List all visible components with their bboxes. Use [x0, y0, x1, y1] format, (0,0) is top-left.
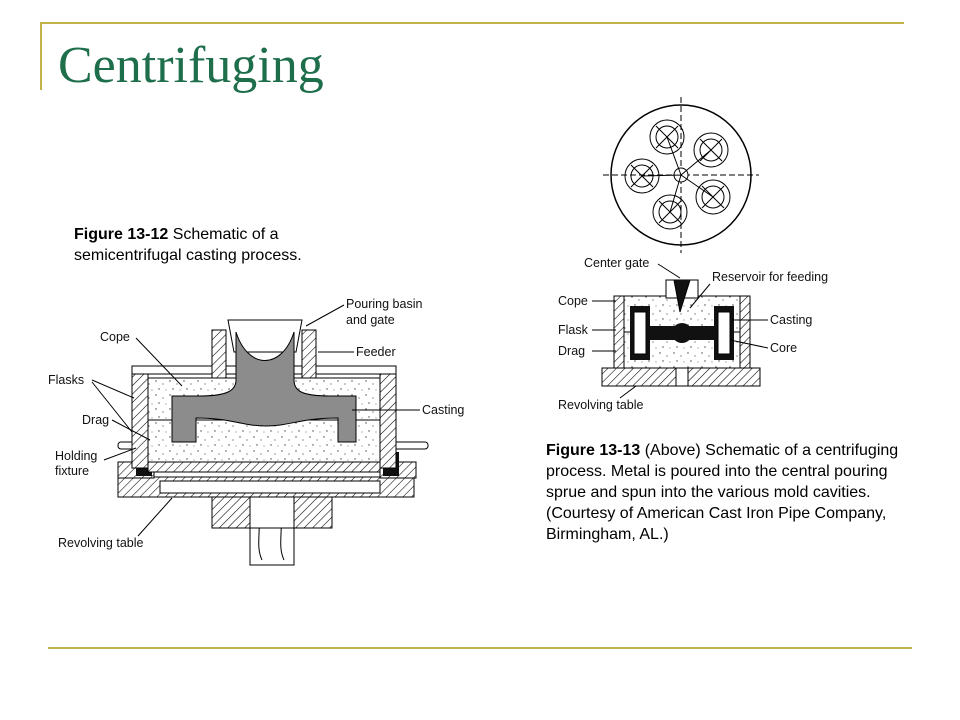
fig12-label-feeder: Feeder: [356, 345, 396, 359]
fig12-label-drag: Drag: [82, 413, 109, 427]
fig13-side-view: [601, 279, 761, 387]
fig12-label-holding: Holding: [55, 449, 97, 463]
figure-13-13-caption: Figure 13-13 (Above) Schematic of a cent…: [546, 440, 916, 545]
fig13-top-view: [603, 97, 759, 253]
fig13-label-flask: Flask: [558, 323, 589, 337]
fig12-label-flasks: Flasks: [48, 373, 84, 387]
fig13-label-center-gate: Center gate: [584, 256, 649, 270]
fig12-label-fixture: fixture: [55, 464, 89, 478]
fig13-label-casting: Casting: [770, 313, 812, 327]
figure-13-12-caption-label: Figure 13-12: [74, 226, 169, 243]
bottom-accent-rule: [48, 647, 912, 649]
slide-title: Centrifuging: [58, 37, 324, 94]
fig12-label-casting: Casting: [422, 403, 464, 417]
figure-13-13-caption-label: Figure 13-13: [546, 442, 641, 459]
figure-13-13-caption-text: (Above) Schematic of a centrifuging proc…: [546, 442, 899, 543]
fig13-label-core: Core: [770, 341, 797, 355]
fig12-label-and-gate: and gate: [346, 313, 395, 327]
fig12-label-cope: Cope: [100, 330, 130, 344]
fig13-label-revolving-table: Revolving table: [558, 398, 644, 412]
fig13-labels: Center gate Reservoir for feeding Cope C…: [558, 256, 828, 412]
fig13-label-cope: Cope: [558, 294, 588, 308]
figure-13-12-caption-text: Schematic of a semicentrifugal casting p…: [74, 226, 302, 264]
figure-13-12-caption: Figure 13-12 Schematic of a semicentrifu…: [74, 224, 374, 266]
fig12-label-pouring-basin: Pouring basin: [346, 297, 422, 311]
fig13-label-drag: Drag: [558, 344, 585, 358]
fig13-label-reservoir: Reservoir for feeding: [712, 270, 828, 284]
top-accent-rule: [40, 22, 904, 24]
fig12-drawing: [117, 319, 429, 566]
fig12-label-revolving-table: Revolving table: [58, 536, 144, 550]
left-accent-rule: [40, 22, 42, 90]
fig12-labels: Pouring basin and gate Cope Feeder Flask…: [48, 297, 464, 550]
